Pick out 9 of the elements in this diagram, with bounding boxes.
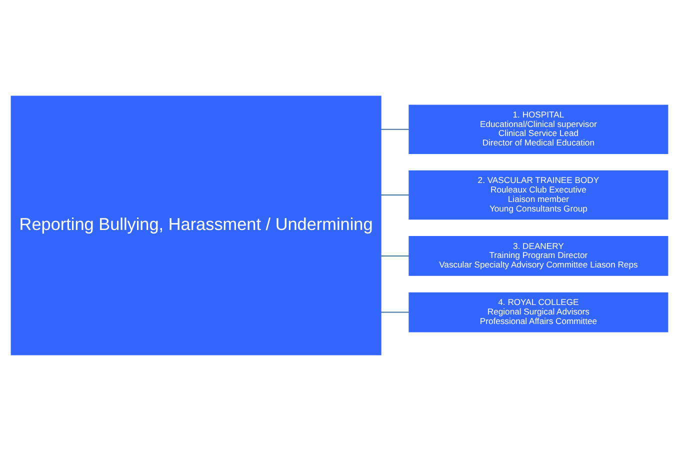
node-box: 4. ROYAL COLLEGE Regional Surgical Advisors Professional Affairs Committee [408,292,668,332]
node-box: 3. DEANERY Training Program Director Vascular Specialty Advisory Committee Liason Reps [408,236,668,276]
connector [380,194,410,195]
node-box: 2. VASCULAR TRAINEE BODY Rouleaux Club Executive Liaison member Young Consultants Group [408,170,668,220]
connector [380,311,410,312]
connector [380,255,410,256]
node-box: Reporting Bullying, Harassment / Undermining [10,95,382,355]
node-box: 1. HOSPITAL Educational/Clinical supervisor Clinical Service Lead Director of Medical Education [408,104,668,154]
connector [380,128,410,130]
